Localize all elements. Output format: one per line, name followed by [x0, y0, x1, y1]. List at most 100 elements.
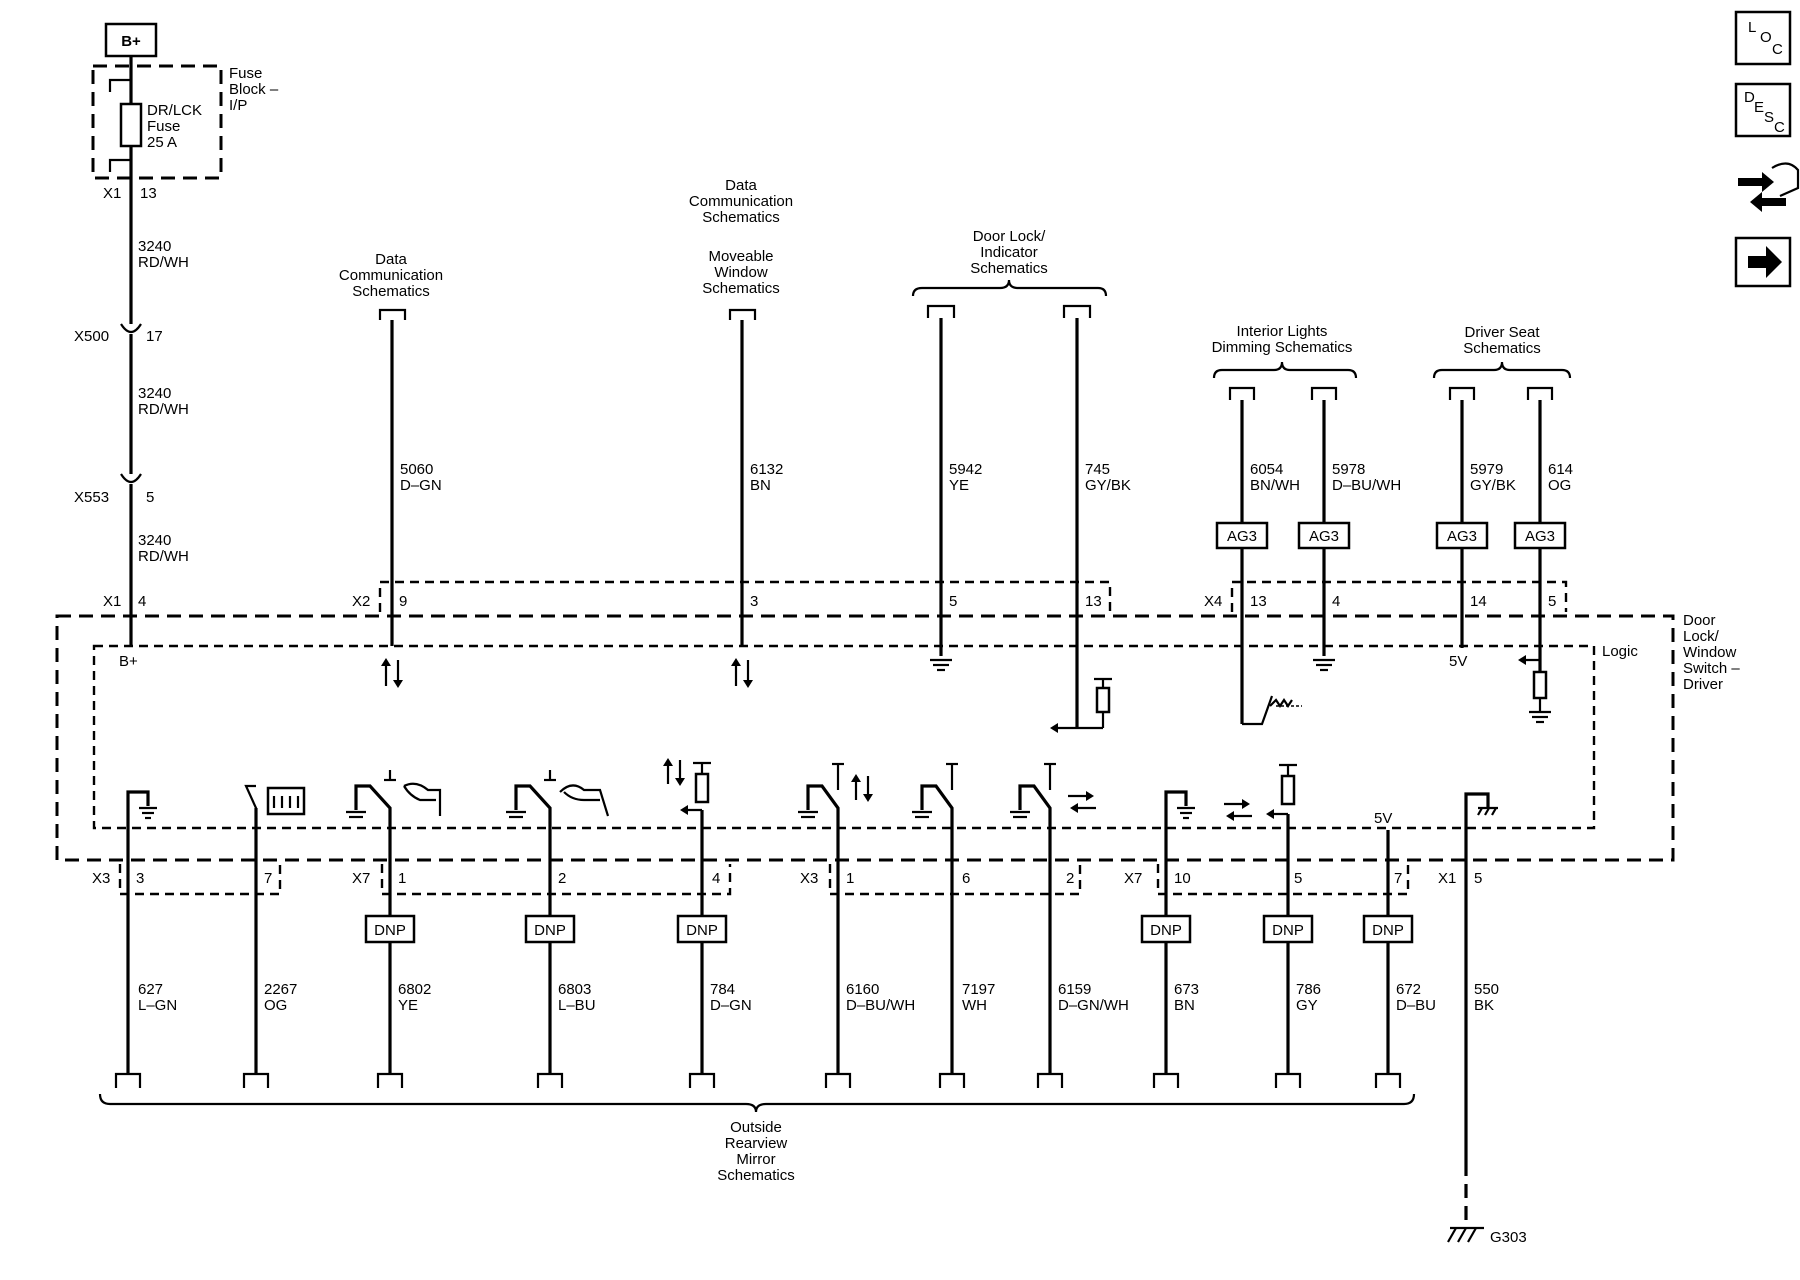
wire-672-num: 672 — [1396, 981, 1421, 998]
wire-5978-num: 5978 — [1332, 461, 1365, 478]
ref-interior-lights: Interior Lights — [1237, 323, 1328, 340]
wire-6054-color: BN/WH — [1250, 477, 1300, 494]
wire-6054-num: 6054 — [1250, 461, 1283, 478]
desc-letter-s: S — [1764, 109, 1774, 126]
wire-7197-num: 7197 — [962, 981, 995, 998]
dnp-box-6802 — [364, 914, 416, 944]
ref-data-comm-1-line3: Schematics — [352, 283, 430, 300]
description-button[interactable]: D E S C — [1734, 82, 1792, 138]
pullup-resistor-icon — [1050, 677, 1112, 733]
sensor-resistor-icon — [1518, 655, 1551, 724]
wire3-num: 3240 — [138, 532, 171, 549]
ref-data-comm-2: Data — [725, 177, 757, 194]
ref-door-lock-line3: Schematics — [970, 260, 1048, 277]
wire-6802-color: YE — [398, 997, 418, 1014]
arrow-right-icon — [1748, 246, 1782, 278]
conn-x3a-outline — [118, 864, 282, 896]
conn-x4: X4 — [1204, 593, 1222, 610]
ground-icon — [506, 810, 526, 819]
dnp-box-672 — [1362, 914, 1414, 944]
ag3-label-1: AG3 — [1227, 528, 1257, 545]
dnp-label-786: DNP — [1272, 922, 1304, 939]
ref-data-comm-2-line3: Schematics — [702, 209, 780, 226]
fuse-block-label-2: Block – — [229, 81, 279, 98]
wire-550-num: 550 — [1474, 981, 1499, 998]
dnp-label-673: DNP — [1150, 922, 1182, 939]
ref-driver-seat-line2: Schematics — [1463, 340, 1541, 357]
fuse-symbol — [119, 102, 143, 148]
wire-627-color: L–GN — [138, 997, 177, 1014]
wire-627-num: 627 — [138, 981, 163, 998]
wire-6159-color: D–GN/WH — [1058, 997, 1129, 1014]
ground-icon — [912, 810, 932, 819]
fuse-block-label-1: Fuse — [229, 65, 262, 82]
dnp-label-784: DNP — [686, 922, 718, 939]
location-button[interactable]: L O C — [1734, 10, 1792, 66]
five-v-bottom: 5V — [1374, 810, 1392, 827]
next-page-button[interactable] — [1734, 236, 1792, 288]
wire-745-num: 745 — [1085, 461, 1110, 478]
conn-x2: X2 — [352, 593, 370, 610]
wire-5979-color: GY/BK — [1470, 477, 1516, 494]
ag3-label-3: AG3 — [1447, 528, 1477, 545]
desc-letter-c: C — [1774, 119, 1785, 136]
conn-x553-pin: 5 — [146, 489, 154, 506]
wire-5979-num: 5979 — [1470, 461, 1503, 478]
internal-top-symbols — [381, 655, 1551, 733]
wire1-num: 3240 — [138, 238, 171, 255]
wire-6802-num: 6802 — [398, 981, 431, 998]
inline-connector-x553 — [120, 473, 142, 484]
bottom-wires: DNP DNP DNP DNP DNP DNP 627 L–GN 2267 OG… — [98, 878, 1527, 1246]
conn-x3a-pin-3: 3 — [136, 870, 144, 887]
wire-614-num: 614 — [1548, 461, 1573, 478]
bottom-connectors: X3 3 7 X7 1 2 4 X3 1 6 2 X7 10 5 7 X1 5 — [92, 864, 1482, 896]
conn-x3a: X3 — [92, 870, 110, 887]
wire-2267-num: 2267 — [264, 981, 297, 998]
dnp-box-784 — [676, 914, 728, 944]
wire-745-color: GY/BK — [1085, 477, 1131, 494]
wire-6159-num: 6159 — [1058, 981, 1091, 998]
power-feed: B+ Fuse Block – I/P DR/LCK Fuse 25 A X1 … — [74, 22, 279, 646]
mirror-brace — [98, 1093, 1416, 1113]
conn-x7b: X7 — [1124, 870, 1142, 887]
ref-moveable-window-line2: Window — [714, 264, 768, 281]
module-name-2: Lock/ — [1683, 628, 1720, 645]
wire-6132-color: BN — [750, 477, 771, 494]
ref-door-lock-line2: Indicator — [980, 244, 1038, 261]
dnp-box-673 — [1140, 914, 1192, 944]
wire-5978-color: D–BU/WH — [1332, 477, 1401, 494]
loc-letter-c: C — [1772, 41, 1783, 58]
wire-784-color: D–GN — [710, 997, 752, 1014]
conn-x1-module: X1 — [103, 593, 121, 610]
conn-x7a: X7 — [352, 870, 370, 887]
connector-arrows-icon — [1738, 162, 1800, 212]
conn-x2-pin-3: 3 — [750, 593, 758, 610]
top-wires: 5060 D–GN 6132 BN 5942 YE 745 GY/BK 6054… — [390, 318, 1573, 728]
conn-x4-pin-14: 14 — [1470, 593, 1487, 610]
fuse-label-1: DR/LCK — [147, 102, 202, 119]
ground-icon — [930, 658, 952, 672]
conn-x1-top-pin: 13 — [140, 185, 157, 202]
module-name-5: Driver — [1683, 676, 1723, 693]
pullup-resistor-icon — [680, 761, 711, 878]
wire-673-color: BN — [1174, 997, 1195, 1014]
conn-x4-pin-5: 5 — [1548, 593, 1556, 610]
ref-driver-seat: Driver Seat — [1464, 324, 1540, 341]
module-outline — [55, 614, 1675, 862]
side-toolbar: L O C D E S C — [1734, 10, 1800, 288]
module-name-3: Window — [1683, 644, 1737, 661]
desc-letter-e: E — [1754, 99, 1764, 116]
logic-outline — [92, 644, 1596, 830]
ag3-label-2: AG3 — [1309, 528, 1339, 545]
wire-6160-num: 6160 — [846, 981, 879, 998]
fuse-label-2: Fuse — [147, 118, 180, 135]
conn-x553: X553 — [74, 489, 109, 506]
conn-x3a-pin-7: 7 — [264, 870, 272, 887]
wire-5942-color: YE — [949, 477, 969, 494]
conn-x2-pin-13: 13 — [1085, 593, 1102, 610]
conn-x4-outline — [1230, 580, 1568, 612]
mirror-ref-1: Outside — [730, 1119, 782, 1136]
chassis-ground-icon — [1447, 1226, 1484, 1243]
connector-swap-button[interactable] — [1738, 162, 1800, 212]
fuse-block-label-3: I/P — [229, 97, 247, 114]
